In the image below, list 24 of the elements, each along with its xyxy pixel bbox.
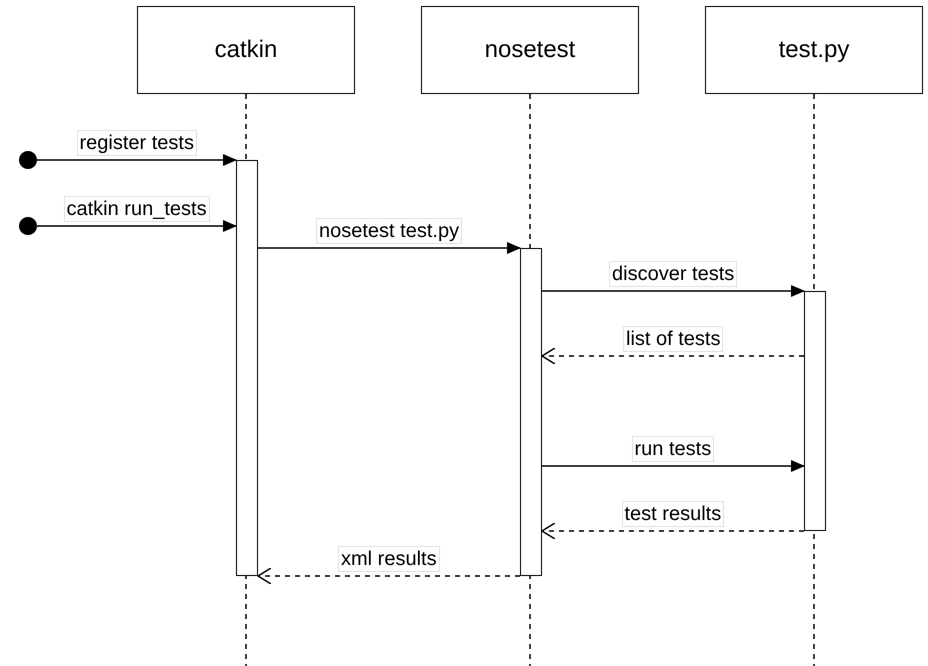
message-arrow: [542, 285, 805, 297]
message-arrow: [37, 154, 237, 166]
start-dot: [19, 217, 37, 235]
participant-box: catkin: [137, 6, 355, 94]
start-dot: [19, 151, 37, 169]
edge-label: list of tests: [623, 326, 724, 352]
edge-label: catkin run_tests: [64, 196, 210, 222]
edge-label: register tests: [76, 130, 197, 156]
activation-bar: [236, 160, 258, 576]
message-arrow: [37, 220, 237, 232]
return-arrow: [541, 522, 804, 540]
participant-box: nosetest: [421, 6, 639, 94]
participant-box: test.py: [705, 6, 923, 94]
edge-label: test results: [622, 501, 724, 527]
edge-label: discover tests: [609, 261, 738, 287]
edge-label: run tests: [632, 436, 714, 462]
return-arrow: [257, 567, 520, 585]
activation-bar: [804, 291, 826, 531]
edge-label: xml results: [338, 546, 440, 572]
message-arrow: [542, 460, 805, 472]
message-arrow: [258, 242, 521, 254]
edge-label: nosetest test.py: [316, 218, 462, 244]
return-arrow: [541, 347, 804, 365]
activation-bar: [520, 248, 542, 576]
